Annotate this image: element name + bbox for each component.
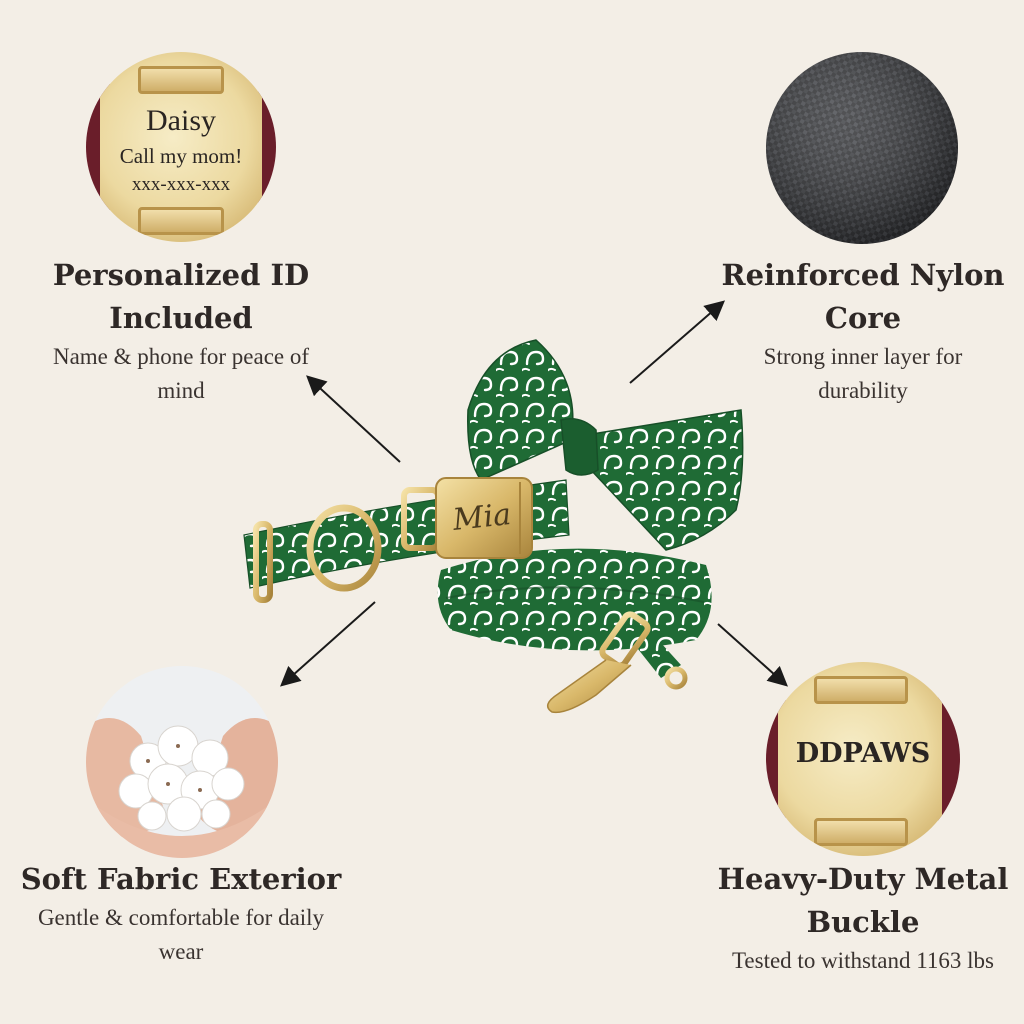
tag-bottom-clip <box>138 207 224 235</box>
nylon-texture-photo <box>766 52 958 244</box>
feature-title: Soft Fabric Exterior <box>20 862 342 896</box>
leash-strap <box>611 610 681 678</box>
feature-description: durability <box>818 378 908 403</box>
bow-tie <box>467 339 744 551</box>
feature-nylon-core: Reinforced Nylon Core Strong inner layer… <box>702 254 1024 408</box>
collar-buckle <box>401 477 533 559</box>
cotton-hands-photo <box>86 666 278 858</box>
feature-title: Reinforced Nylon Core <box>721 258 1005 335</box>
leash-snap-hook <box>546 611 688 714</box>
id-tag-photo: Daisy Call my mom! xxx-xxx-xxx <box>86 52 276 242</box>
feature-description: Name & phone for peace of <box>52 344 310 369</box>
arrow-to-fabric <box>280 601 376 687</box>
leash-coil <box>437 548 712 651</box>
collar-d-ring <box>306 504 382 592</box>
metal-buckle-photo: DDPAWS <box>766 662 960 856</box>
arrow-to-id <box>306 375 401 463</box>
feature-description: wear <box>158 939 204 964</box>
tag-top-clip <box>138 66 224 94</box>
buckle-bottom-clip <box>814 818 908 846</box>
feature-description: Strong inner layer for <box>763 344 963 369</box>
feature-description: mind <box>157 378 205 403</box>
feature-soft-fabric: Soft Fabric Exterior Gentle & comfortabl… <box>0 858 362 969</box>
feature-personalized-id: Personalized ID Included Name & phone fo… <box>0 254 362 408</box>
tag-name: Daisy <box>146 104 216 137</box>
feature-title: Heavy-Duty Metal <box>717 862 1009 896</box>
product-collar-bowtie-leash <box>243 339 744 714</box>
feature-title: Included <box>109 301 253 335</box>
feature-title: Personalized ID <box>52 258 310 292</box>
buckle-brand-engraving: DDPAWS <box>795 738 931 769</box>
feature-description: Gentle & comfortable for daily <box>37 905 325 930</box>
tag-phone: xxx-xxx-xxx <box>131 174 231 195</box>
feature-title: Buckle <box>806 905 920 939</box>
feature-description: Tested to withstand 1163 lbs <box>731 948 995 973</box>
arrow-to-buckle <box>717 623 788 687</box>
arrow-to-nylon <box>629 300 726 384</box>
buckle-top-clip <box>814 676 908 704</box>
tag-message: Call my mom! <box>119 144 243 168</box>
feature-metal-buckle: Heavy-Duty Metal Buckle Tested to withst… <box>702 858 1024 978</box>
